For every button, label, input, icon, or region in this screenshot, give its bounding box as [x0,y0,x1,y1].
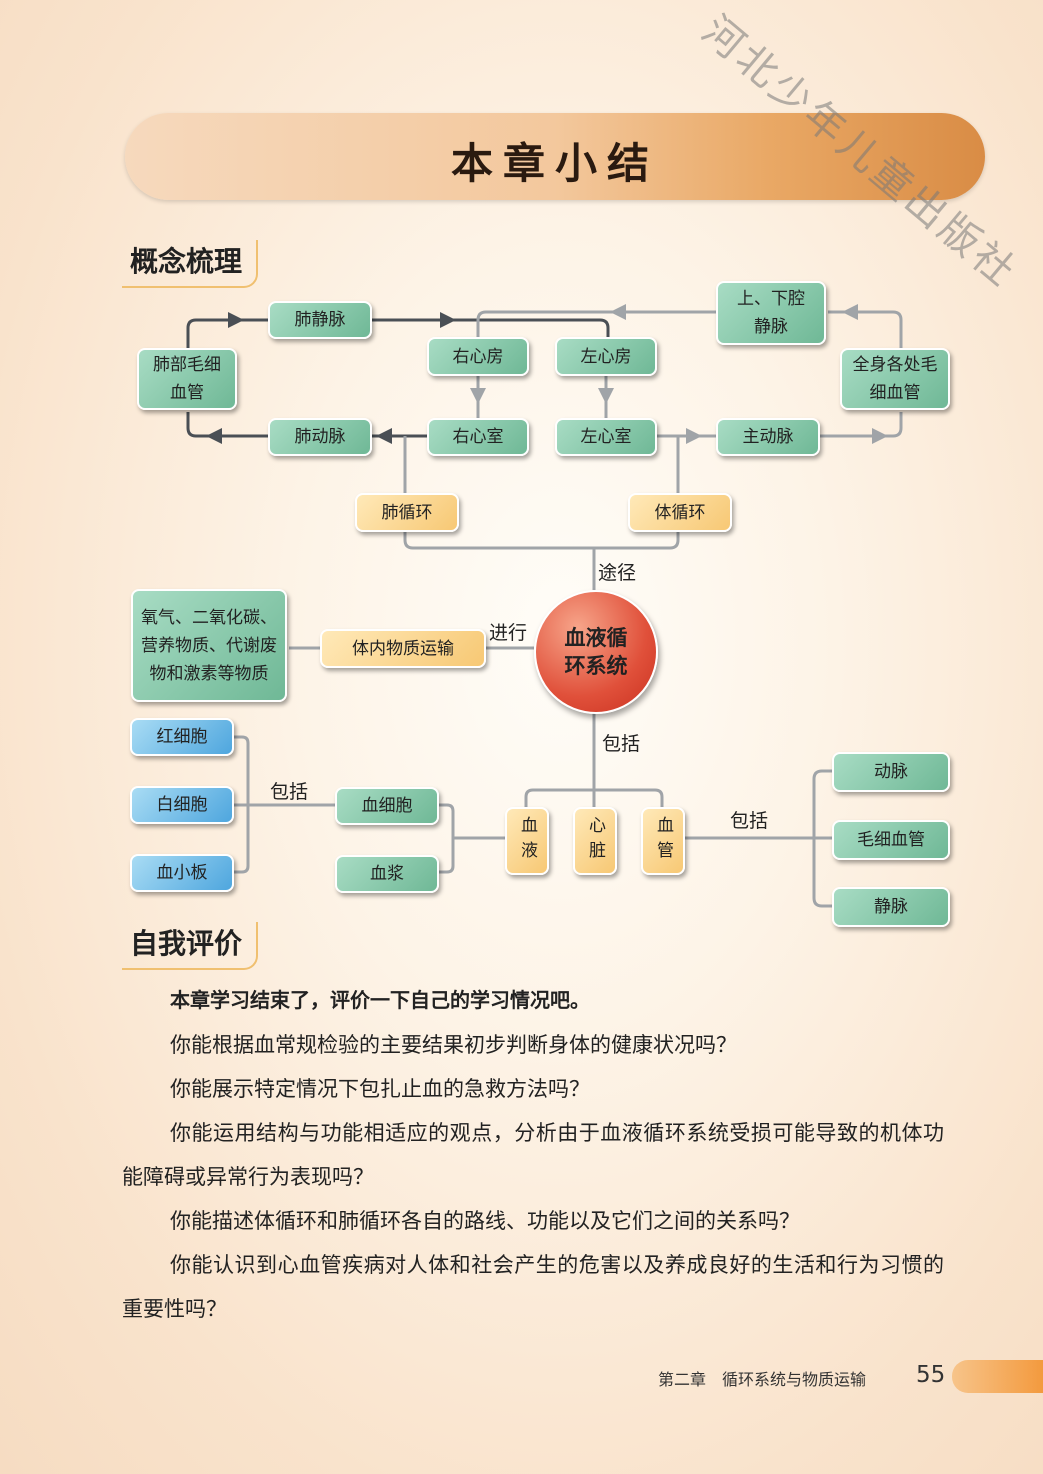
label-perform: 进行 [489,622,528,644]
node-heart: 心脏 [573,807,617,875]
title-banner [125,113,985,200]
self-eval-question: 你能展示特定情况下包扎止血的急救方法吗？ [170,1077,590,1101]
self-eval-intro: 本章学习结束了，评价一下自己的学习情况吧。 [170,988,590,1012]
node-substance-transport: 体内物质运输 [320,629,486,668]
node-red-blood-cell: 红细胞 [130,718,234,756]
label-include-vessels: 包括 [730,810,769,832]
node-aorta: 主动脉 [716,418,820,456]
node-left-atrium: 左心房 [555,337,657,376]
self-eval-question: 你能描述体循环和肺循环各自的路线、功能以及它们之间的关系吗？ [170,1209,800,1233]
node-right-atrium: 右心房 [427,337,529,376]
node-blood: 血液 [505,807,549,875]
page-number: 55 [916,1362,946,1388]
node-blood-cells: 血细胞 [335,787,439,825]
node-white-blood-cell: 白细胞 [130,786,234,824]
node-body-capillaries: 全身各处毛细血管 [840,348,950,410]
node-artery: 动脉 [832,752,950,792]
node-lung-capillaries: 肺部毛细血管 [137,348,237,410]
self-eval-question: 你能认识到心血管疾病对人体和社会产生的危害以及养成良好的生活和行为习惯的重要性吗… [122,1253,944,1321]
node-pulmonary-vein: 肺静脉 [268,301,372,339]
node-systemic-circulation: 体循环 [628,493,732,532]
section-heading-self-eval: 自我评价 [122,922,259,970]
node-vein: 静脉 [832,887,950,927]
node-vessels: 血管 [641,807,685,875]
node-vena-cava: 上、下腔静脉 [716,281,826,345]
label-route: 途径 [598,562,637,584]
self-eval-question: 你能运用结构与功能相适应的观点，分析由于血液循环系统受损可能导致的机体功能障碍或… [122,1121,944,1189]
node-left-ventricle: 左心室 [555,418,657,456]
self-eval-question: 你能根据血常规检验的主要结果初步判断身体的健康状况吗？ [170,1033,737,1057]
diagram-connectors [186,304,903,908]
label-include-main: 包括 [602,733,641,755]
node-right-ventricle: 右心室 [427,418,529,456]
node-platelet: 血小板 [130,854,234,892]
node-capillary: 毛细血管 [832,820,950,860]
section-heading-concept: 概念梳理 [122,240,259,288]
node-pulmonary-artery: 肺动脉 [268,418,372,456]
label-include-cells: 包括 [270,781,309,803]
node-pulmonary-circulation: 肺循环 [355,493,459,532]
node-blood-circulation-system: 血液循环系统 [534,590,658,714]
footer-tab [952,1360,1043,1393]
node-plasma: 血浆 [335,855,439,893]
footer-chapter: 第二章 循环系统与物质运输 [658,1370,867,1389]
node-substances: 氧气、二氧化碳、营养物质、代谢废物和激素等物质 [131,589,287,702]
center-label: 血液循环系统 [564,626,628,678]
page-title: 本章小结 [450,139,659,188]
